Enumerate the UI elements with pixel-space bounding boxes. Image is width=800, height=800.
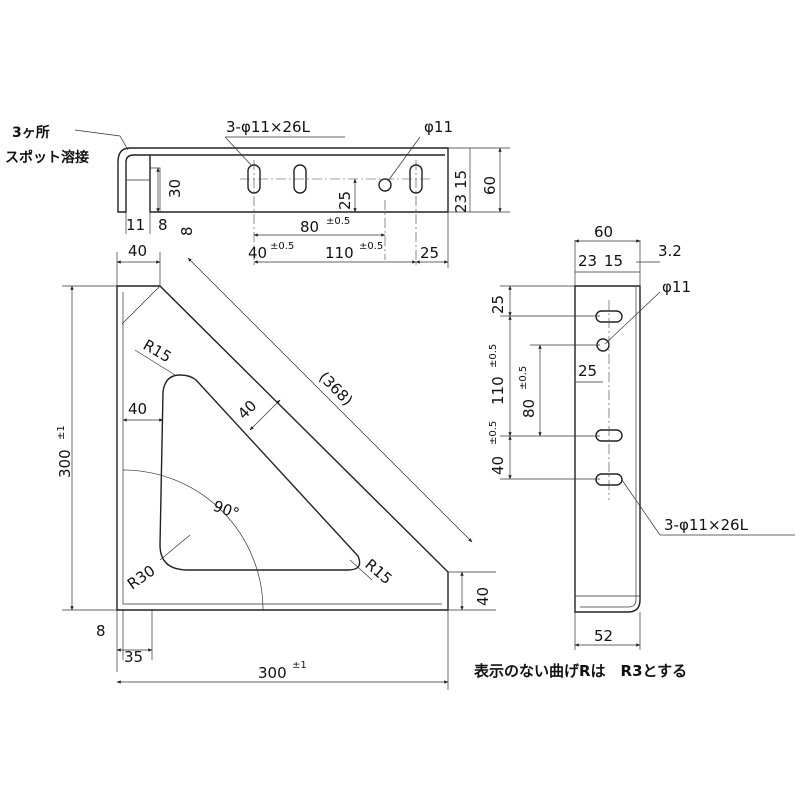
side-dim-40-tol: ±0.5 [488,421,499,445]
front-90-arc [122,469,264,611]
side-dim-3-2: 3.2 [658,242,682,260]
top-dim-30: 30 [166,179,184,198]
side-dim-110: 110 [489,376,507,405]
bend-radius-note: 表示のない曲げRは R3とする [474,662,687,680]
front-dim-40-left: 40 [128,400,147,418]
front-dim-300-v: 300 [56,449,74,478]
hole-spec-leader [387,136,421,182]
front-dim-40-top: 40 [128,242,147,260]
top-dim-25-right: 25 [420,244,439,262]
side-dim-60: 60 [594,223,613,241]
top-dim-40-tol: ±0.5 [270,241,294,252]
slot-spec-leader [224,136,253,167]
top-view: 3ヶ所 スポット溶接 3-φ11×26L φ11 30 11 8 8 25 80… [5,118,510,268]
r30-leader [159,534,191,561]
side-dim-52: 52 [594,627,613,645]
side-dim-15: 15 [604,252,623,270]
side-hole-spec: φ11 [662,278,691,296]
front-view: 40 300 ±1 R15 40 40 (368) 90° R30 R15 40… [56,242,496,690]
top-dim-23: 23 [452,194,470,213]
side-hole-leader [604,291,661,345]
weld-type-label: スポット溶接 [5,149,89,166]
weld-leader [74,129,129,151]
top-slot-spec: 3-φ11×26L [226,118,311,136]
front-dim-300-v-tol: ±1 [56,425,67,440]
front-dim-90: 90° [211,497,242,523]
top-dim-80: 80 [300,218,319,236]
front-dim-8: 8 [96,622,106,640]
top-hole [378,178,392,192]
top-dim-8b: 8 [178,226,196,236]
top-dim-25-mid: 25 [336,191,354,210]
front-dim-40-diag: 40 [234,397,260,423]
front-cutout [159,374,361,571]
side-dim-110-tol: ±0.5 [488,344,499,368]
top-dim-8a: 8 [158,216,168,234]
r15-top-leader [134,349,176,376]
dim-368-line [187,257,473,543]
side-view: 60 23 15 3.2 φ11 25 110 ±0.5 80 ±0.5 25 … [488,223,795,650]
front-outline [116,285,449,611]
side-inner-edge [580,286,637,608]
side-dim-25-top: 25 [489,295,507,314]
top-dim-60: 60 [481,176,499,195]
weld-count-label: 3ヶ所 [12,124,50,141]
front-dim-368: (368) [315,368,356,409]
top-dim-110: 110 [325,244,354,262]
side-slot-spec: 3-φ11×26L [664,516,749,534]
front-dim-40-right: 40 [474,587,492,606]
top-dim-11: 11 [126,216,145,234]
front-dim-r15-right: R15 [361,555,395,588]
side-dim-80-tol: ±0.5 [518,366,529,390]
side-dim-23: 23 [578,252,597,270]
side-dim-25-mid: 25 [578,362,597,380]
top-dim-15: 15 [452,170,470,189]
front-dim-r30: R30 [124,562,159,594]
side-dim-80: 80 [520,399,538,418]
front-bend-line [121,285,161,325]
top-dim-110-tol: ±0.5 [359,241,383,252]
front-dim-35: 35 [124,648,143,666]
front-dim-300-h-tol: ±1 [292,660,307,671]
top-hole-spec: φ11 [424,118,453,136]
front-dim-300-h: 300 [258,664,287,682]
side-outline [574,285,641,613]
side-slot-leader [621,479,661,536]
top-view-bend-inner [150,167,161,212]
top-dim-80-tol: ±0.5 [326,216,350,227]
side-dim-40: 40 [489,456,507,475]
top-dim-40: 40 [248,244,267,262]
r15-right-leader [349,559,373,581]
front-dim-r15-top: R15 [140,336,175,366]
front-inner-edge [122,292,442,605]
